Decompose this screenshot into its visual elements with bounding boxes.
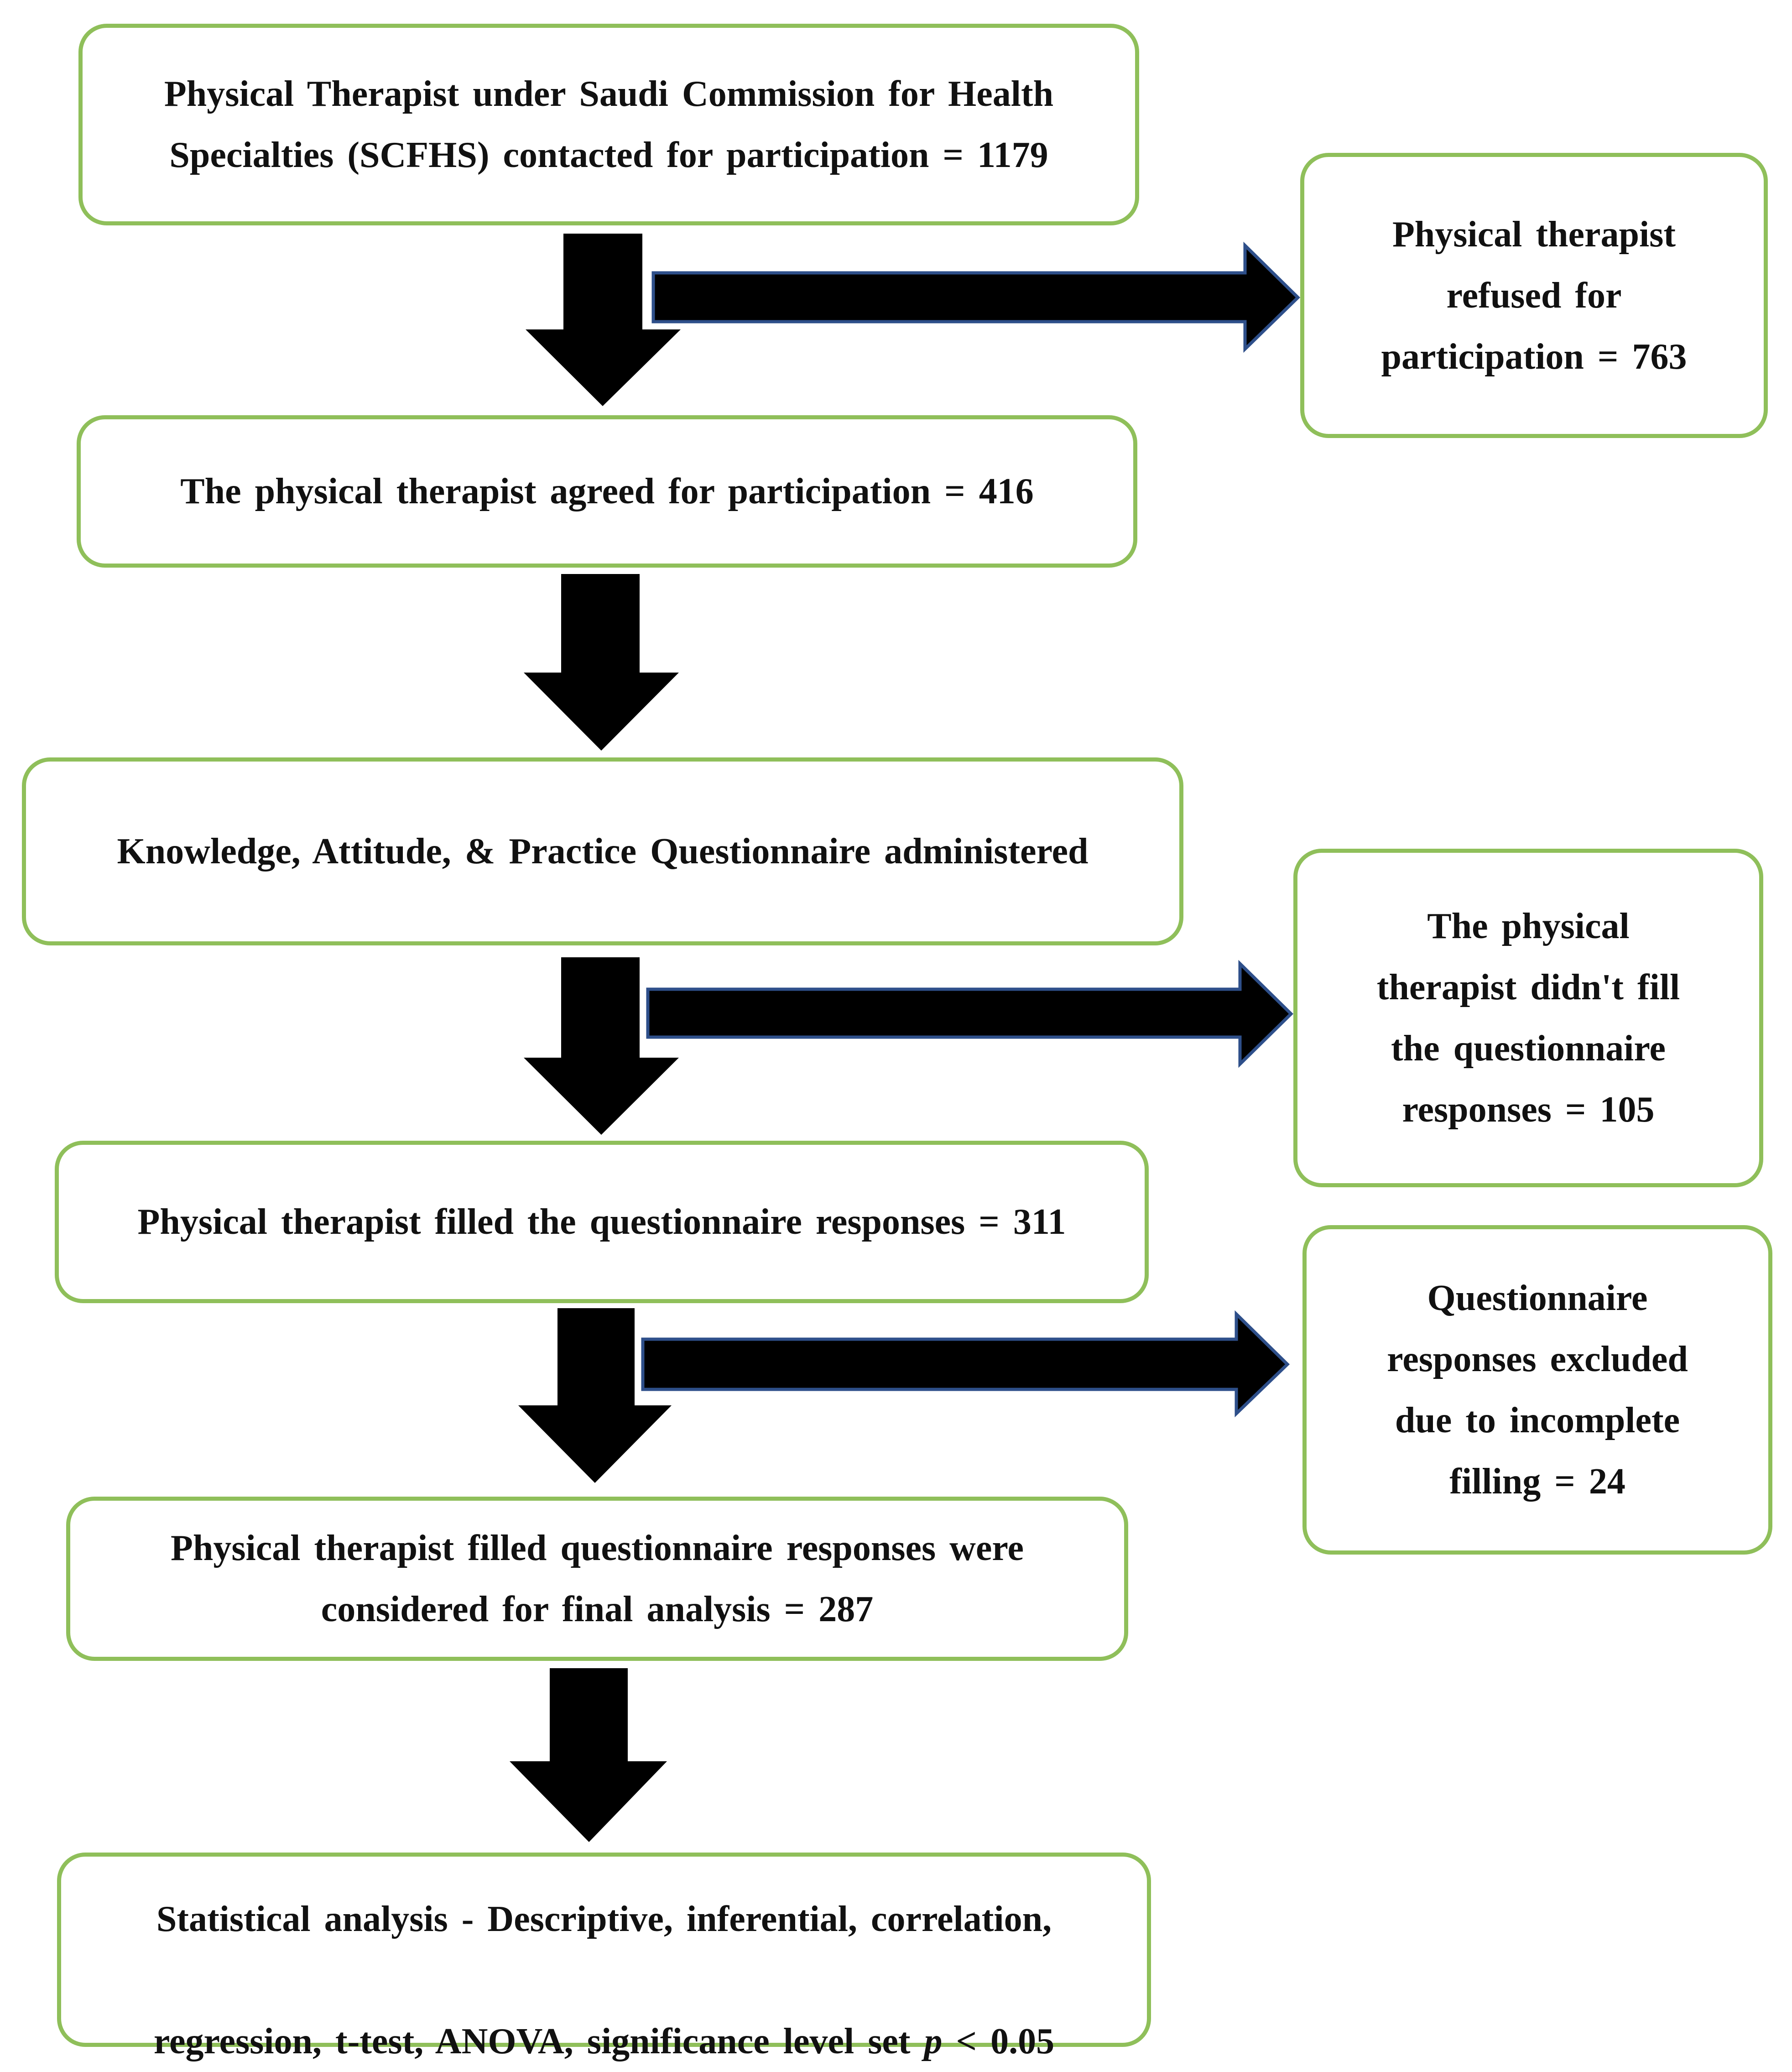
right-arrow-excluded	[641, 1310, 1290, 1418]
analysis-line-2-prefix: regression, t-test, ANOVA, significance …	[153, 2021, 924, 2062]
box-excluded: Questionnaire responses excluded due to …	[1302, 1225, 1772, 1555]
box-refused-text: Physical therapist refused for participa…	[1381, 214, 1687, 377]
down-arrow-1	[526, 234, 681, 406]
box-not-filled: The physical therapist didn't fill the q…	[1293, 849, 1763, 1187]
box-analysis: Statistical analysis - Descriptive, infe…	[57, 1853, 1151, 2062]
box-filled-text: Physical therapist filled the questionna…	[137, 1202, 1066, 1242]
box-not-filled-text: The physical therapist didn't fill the q…	[1376, 906, 1680, 1130]
right-arrow-not-filled	[646, 960, 1293, 1068]
down-arrow-5	[510, 1668, 667, 1842]
down-arrow-2	[524, 574, 679, 751]
analysis-line-2-suffix: < 0.05	[942, 2021, 1055, 2062]
down-arrow-3	[524, 957, 679, 1135]
box-administered-text: Knowledge, Attitude, & Practice Question…	[117, 831, 1089, 872]
box-considered: Physical therapist filled questionnaire …	[66, 1497, 1128, 1661]
box-analysis-text: Statistical analysis - Descriptive, infe…	[135, 1827, 1073, 2072]
box-excluded-text: Questionnaire responses excluded due to …	[1387, 1278, 1688, 1502]
box-agreed-text: The physical therapist agreed for partic…	[180, 471, 1034, 511]
box-administered: Knowledge, Attitude, & Practice Question…	[22, 757, 1183, 945]
box-agreed: The physical therapist agreed for partic…	[77, 415, 1137, 568]
analysis-line-1: Statistical analysis - Descriptive, infe…	[156, 1899, 1052, 1939]
box-considered-text: Physical therapist filled questionnaire …	[171, 1528, 1024, 1629]
p-value-symbol: p	[924, 2021, 943, 2062]
box-refused: Physical therapist refused for participa…	[1300, 153, 1768, 438]
down-arrow-4	[518, 1308, 672, 1483]
box-contacted: Physical Therapist under Saudi Commissio…	[78, 24, 1139, 225]
box-filled: Physical therapist filled the questionna…	[55, 1141, 1149, 1303]
right-arrow-refused	[651, 241, 1301, 353]
box-contacted-text: Physical Therapist under Saudi Commissio…	[164, 74, 1054, 175]
